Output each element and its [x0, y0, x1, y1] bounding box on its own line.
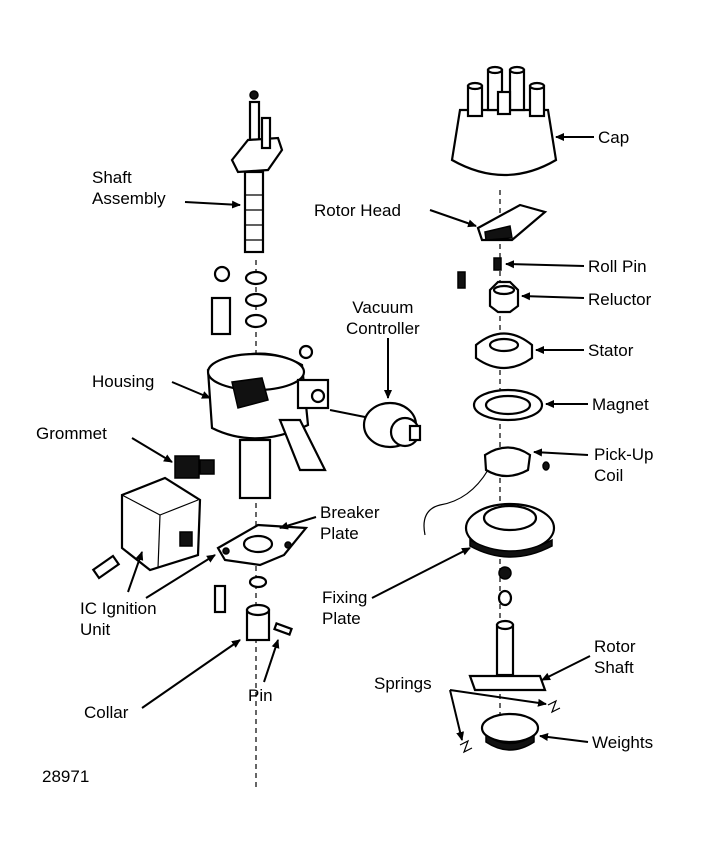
- spacer-part: [210, 265, 232, 336]
- pick-up-coil-part: [423, 446, 550, 536]
- stator-part: [474, 332, 534, 369]
- stator-screw-part: [457, 271, 466, 289]
- label-roll-pin: Roll Pin: [588, 257, 647, 276]
- label-housing: Housing: [92, 372, 155, 391]
- figure-number: 28971: [42, 767, 90, 786]
- label-rotor-shaft: Rotor Shaft: [594, 636, 636, 678]
- label-fixing-plate: Fixing Plate: [322, 587, 367, 629]
- label-magnet: Magnet: [592, 395, 649, 414]
- label-collar: Collar: [84, 703, 129, 722]
- label-weights: Weights: [592, 733, 654, 752]
- cap-part: [450, 65, 558, 176]
- label-pick-up-coil-line2: Coil: [594, 466, 624, 485]
- rotor-shaft-part: [468, 619, 547, 692]
- label-breaker-plate: Breaker Plate: [320, 502, 380, 544]
- housing-part: [206, 344, 330, 500]
- reluctor-part: [488, 280, 520, 314]
- label-vacuum-controller: Vacuum Controller: [346, 297, 420, 339]
- magnet-part: [472, 388, 544, 422]
- label-cap: Cap: [598, 128, 630, 147]
- weights-part: [459, 699, 561, 754]
- fixing-plate-part: [464, 502, 556, 558]
- label-rotor-shaft-line1: Rotor: [594, 637, 636, 656]
- rotor-head-part: [476, 203, 548, 242]
- label-shaft-assembly-line1: Shaft: [92, 168, 132, 187]
- label-pick-up-coil-line1: Pick-Up: [594, 445, 654, 464]
- breaker-plate-part: [216, 523, 309, 567]
- label-grommet: Grommet: [36, 424, 107, 443]
- label-breaker-plate-line2: Plate: [320, 524, 359, 543]
- roll-pin-part: [493, 257, 502, 271]
- seal-part: [498, 566, 512, 580]
- grommet-part: [174, 455, 215, 479]
- shaft-assembly-part: [230, 90, 284, 254]
- vacuum-controller-part: [329, 401, 422, 449]
- label-fixing-plate-line2: Plate: [322, 609, 361, 628]
- washers-part: [244, 270, 268, 329]
- ic-ignition-unit-part: [91, 476, 202, 580]
- label-rotor-shaft-line2: Shaft: [594, 658, 634, 677]
- label-ic-ignition-unit-line1: IC Ignition: [80, 599, 157, 618]
- label-pick-up-coil: Pick-Up Coil: [594, 444, 654, 486]
- label-ic-ignition-unit: IC Ignition Unit: [80, 598, 157, 640]
- label-stator: Stator: [588, 341, 634, 360]
- label-shaft-assembly: Shaft Assembly: [92, 167, 166, 209]
- label-rotor-head: Rotor Head: [314, 201, 401, 220]
- collar-part: [213, 575, 293, 642]
- label-pin: Pin: [248, 686, 273, 705]
- label-vacuum-controller-line1: Vacuum: [352, 298, 414, 317]
- label-breaker-plate-line1: Breaker: [320, 503, 380, 522]
- label-vacuum-controller-line2: Controller: [346, 319, 420, 338]
- label-shaft-assembly-line2: Assembly: [92, 189, 166, 208]
- leader-lines: [127, 133, 594, 743]
- label-ic-ignition-unit-line2: Unit: [80, 620, 111, 639]
- label-springs: Springs: [374, 674, 432, 693]
- washer-part: [497, 589, 513, 607]
- label-reluctor: Reluctor: [588, 290, 652, 309]
- label-fixing-plate-line1: Fixing: [322, 588, 368, 607]
